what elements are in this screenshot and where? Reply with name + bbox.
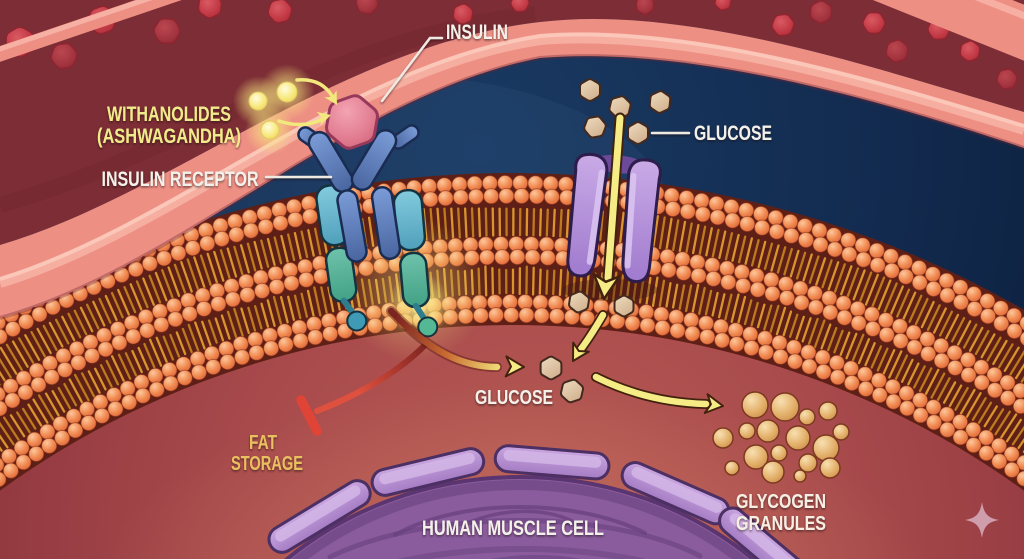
glycogen-granule xyxy=(785,425,811,451)
glycogen-granule xyxy=(812,434,840,462)
glycogen-granule xyxy=(761,460,785,484)
glycogen-granule xyxy=(818,401,838,421)
red-blood-cell xyxy=(267,0,293,24)
nucleus xyxy=(171,444,869,559)
nuclear-envelope-segment xyxy=(718,506,815,559)
receptor-transmembrane-subunit xyxy=(392,188,439,338)
red-blood-cell xyxy=(771,13,795,37)
vessel-lumen xyxy=(0,0,1024,245)
label-fat-storage: FAT xyxy=(249,432,277,454)
signal-arrow-glucose-uptake xyxy=(387,307,501,371)
glucose-molecule xyxy=(559,378,585,404)
red-blood-cell xyxy=(959,40,981,62)
blood-vessel xyxy=(0,0,1024,320)
glucose-molecule xyxy=(627,121,649,145)
red-blood-cell xyxy=(50,42,78,70)
glucose-molecule xyxy=(613,294,635,318)
label-glycogen-granules: GLYCOGEN xyxy=(736,491,826,513)
withanolide-molecule xyxy=(260,120,280,140)
red-blood-cell xyxy=(510,0,530,13)
nuclear-envelope-segment xyxy=(370,447,486,497)
label-glycogen-granules: GRANULES xyxy=(736,513,826,535)
red-blood-cell xyxy=(452,3,474,25)
label-glucose-blood: GLUCOSE xyxy=(694,122,772,145)
label-fat-storage: STORAGE xyxy=(231,453,303,475)
glucose-molecule xyxy=(539,355,563,381)
label-withanolides: WITHANOLIDES xyxy=(107,103,231,126)
glycogen-granule xyxy=(770,444,788,462)
sparkle-icon xyxy=(965,502,999,538)
red-blood-cell xyxy=(635,0,655,15)
glucose-molecule xyxy=(583,115,607,139)
glycogen-granule xyxy=(798,408,816,426)
nuclear-envelope-segment xyxy=(267,479,372,554)
red-blood-cell xyxy=(153,18,181,44)
glycogen-granule xyxy=(756,419,780,443)
red-blood-cell xyxy=(996,68,1018,90)
label-insulin-receptor: INSULIN RECEPTOR xyxy=(102,168,259,191)
label-ashwagandha: (ASHWAGANDHA) xyxy=(97,125,241,148)
red-blood-cell xyxy=(355,0,379,15)
red-blood-cell xyxy=(862,11,886,35)
glycogen-granule xyxy=(819,457,841,479)
withanolide-molecule xyxy=(276,81,298,103)
glycogen-granule xyxy=(741,391,769,419)
insulin-molecule xyxy=(325,94,379,150)
nuclear-envelope-segment xyxy=(493,444,611,481)
glucose-transporter-channel xyxy=(566,152,662,284)
label-insulin: INSULIN xyxy=(446,21,508,44)
vessel-wall xyxy=(0,18,1024,319)
glycogen-granule xyxy=(743,444,769,470)
glycogen-granule xyxy=(798,453,818,473)
glucose-molecule xyxy=(579,78,601,102)
inhibition-arrow-fat-storage xyxy=(314,341,429,414)
red-blood-cell xyxy=(809,0,833,24)
red-blood-cell xyxy=(714,0,732,11)
glucose-molecule xyxy=(648,90,672,114)
glycogen-granule xyxy=(724,460,740,476)
insulin-receptor-extracellular xyxy=(297,124,420,263)
membrane-layer xyxy=(0,173,1024,491)
pointer-line-insulin xyxy=(380,36,444,103)
glycogen-granule xyxy=(793,469,807,483)
glucose-molecule xyxy=(568,290,590,314)
molecule-layer xyxy=(232,64,999,538)
red-blood-cell xyxy=(885,39,909,63)
label-glucose-cytoplasm: GLUCOSE xyxy=(475,387,553,409)
glycogen-granule xyxy=(712,427,734,449)
glycogen-granule xyxy=(832,423,850,441)
label-layer: WITHANOLIDES(ASHWAGANDHA) INSULIN RECEPTO… xyxy=(97,21,826,540)
glycogen-granule xyxy=(770,392,800,422)
label-human-muscle-cell: HUMAN MUSCLE CELL xyxy=(422,517,604,540)
red-blood-cell xyxy=(197,0,223,19)
glycogen-granule xyxy=(738,422,756,440)
